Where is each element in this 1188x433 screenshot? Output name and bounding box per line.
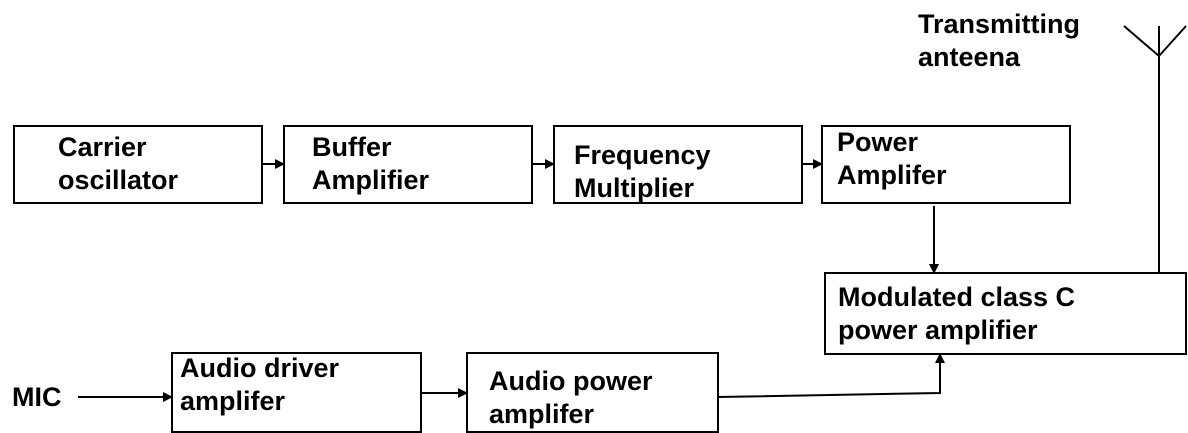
- modulated-amplifier-label: Modulated class C power amplifier: [838, 281, 1075, 347]
- antenna-label-line1: Transmitting: [918, 9, 1081, 39]
- arrow-audio-power-to-modulated: [717, 353, 945, 398]
- audio-power-line1: Audio power: [489, 366, 653, 396]
- carrier-oscillator-line2: oscillator: [58, 164, 179, 195]
- audio-power-label: Audio power amplifer: [489, 365, 653, 431]
- modulated-amplifier-line2: power amplifier: [838, 314, 1038, 345]
- buffer-amplifier-box: [283, 125, 533, 204]
- carrier-oscillator-label: Carrier oscillator: [58, 131, 178, 197]
- modulated-amplifier-box: [824, 272, 1187, 355]
- antenna-label-line2: anteena: [918, 41, 1021, 72]
- power-amplifier-line2: Amplifer: [837, 159, 947, 190]
- audio-power-line2: amplifer: [489, 398, 595, 429]
- frequency-multiplier-label: Frequency Multiplier: [574, 139, 711, 205]
- modulated-amplifier-line1: Modulated class C: [838, 282, 1076, 312]
- frequency-multiplier-line1: Frequency: [574, 140, 711, 170]
- buffer-amplifier-line1: Buffer: [312, 132, 392, 162]
- power-amplifier-label: Power Amplifer: [837, 126, 947, 192]
- carrier-oscillator-line1: Carrier: [58, 132, 147, 162]
- antenna-icon: [1123, 25, 1187, 57]
- frequency-multiplier-box: [553, 125, 803, 204]
- buffer-amplifier-line2: Amplifier: [312, 164, 430, 195]
- audio-driver-label: Audio driver amplifer: [180, 352, 339, 418]
- power-amplifier-line1: Power: [837, 127, 919, 157]
- frequency-multiplier-line2: Multiplier: [574, 172, 694, 203]
- carrier-oscillator-box: [13, 125, 263, 204]
- power-amplifier-box: [821, 125, 1071, 204]
- mic-label: MIC: [12, 382, 62, 412]
- audio-driver-line2: amplifer: [180, 385, 286, 416]
- audio-driver-line1: Audio driver: [180, 353, 340, 383]
- audio-power-box: [466, 352, 719, 433]
- antenna-label: Transmitting anteena: [918, 8, 1080, 74]
- buffer-amplifier-label: Buffer Amplifier: [312, 131, 429, 197]
